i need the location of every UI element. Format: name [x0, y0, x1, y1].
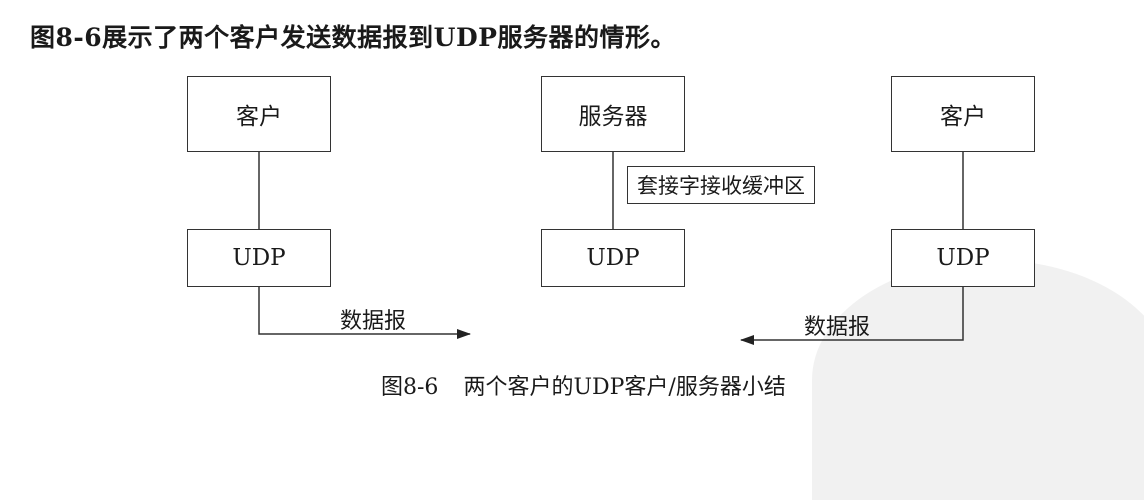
figure-caption: 图8-6 两个客户的UDP客户/服务器小结	[381, 369, 786, 401]
right-udp-label: UDP	[936, 245, 990, 271]
left-client-label: 客户	[236, 104, 282, 130]
server-udp-label: UDP	[586, 245, 640, 271]
right-client-box: 客户	[891, 76, 1035, 152]
figure-number: 图8-6	[381, 375, 439, 400]
server-udp-box: UDP	[541, 229, 685, 287]
right-client-label: 客户	[940, 104, 986, 130]
left-udp-label: UDP	[232, 245, 286, 271]
intro-paragraph: 图8-6展示了两个客户发送数据报到UDP服务器的情形。	[30, 23, 676, 52]
socket-buffer-box: 套接字接收缓冲区	[627, 166, 815, 204]
server-label: 服务器	[578, 104, 648, 130]
left-client-box: 客户	[187, 76, 331, 152]
socket-buffer-label: 套接字接收缓冲区	[637, 174, 805, 198]
left-datagram-label: 数据报	[340, 309, 407, 334]
right-datagram-label: 数据报	[804, 315, 871, 340]
left-datagram-arrow	[258, 287, 471, 339]
right-udp-box: UDP	[891, 229, 1035, 287]
server-box: 服务器	[541, 76, 685, 152]
figure-title: 两个客户的UDP客户/服务器小结	[463, 375, 786, 400]
right-datagram-arrow	[740, 287, 964, 345]
left-udp-box: UDP	[187, 229, 331, 287]
page: 图8-6展示了两个客户发送数据报到UDP服务器的情形。 客户 UDP 服务器 套…	[30, 23, 1144, 500]
connection-lines	[258, 152, 964, 345]
